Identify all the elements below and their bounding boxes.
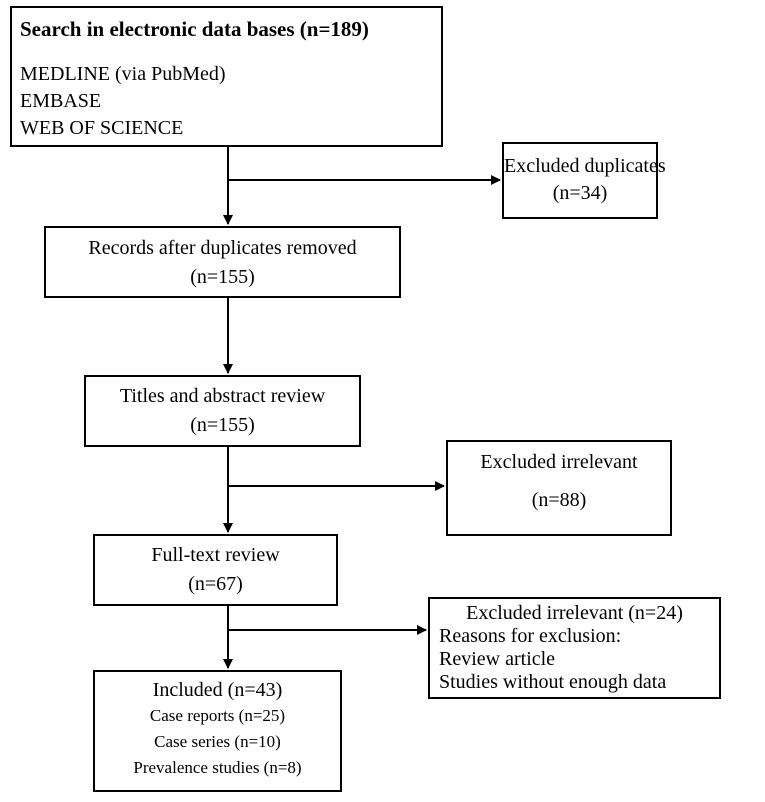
included-box: Included (n=43) Case reports (n=25) Case… [93,670,342,792]
included-item: Prevalence studies (n=8) [133,758,302,777]
database-item: EMBASE [20,90,102,112]
excluded-duplicates-count: (n=34) [552,182,608,204]
excluded-duplicates-box: Excluded duplicates (n=34) [502,142,666,219]
full-text-review-box: Full-text review (n=67) [93,534,338,606]
reasons-title: Reasons for exclusion: [439,625,622,647]
excluded-irrelevant-count-1: (n=88) [531,489,587,511]
included-item: Case reports (n=25) [149,706,286,725]
excluded-irrelevant-label-2: Excluded irrelevant (n=24) [466,602,683,624]
titles-abstract-box: Titles and abstract review (n=155) [84,375,361,447]
included-item: Case series (n=10) [154,732,281,751]
reason-item: Review article [439,648,556,670]
database-list: MEDLINE (via PubMed) EMBASE WEB OF SCIEN… [20,61,226,142]
records-after-dedup-box: Records after duplicates removed (n=155) [44,226,401,298]
full-text-label: Full-text review [151,544,280,566]
search-box: Search in electronic data bases (n=189) … [10,6,443,147]
database-item: WEB OF SCIENCE [20,117,184,139]
excluded-irrelevant-label-1: Excluded irrelevant [480,451,638,473]
titles-count: (n=155) [190,414,255,436]
search-title: Search in electronic data bases (n=189) [20,17,369,41]
records-label: Records after duplicates removed [88,237,357,259]
full-text-count: (n=67) [188,573,243,595]
excluded-irrelevant-box-1: Excluded irrelevant (n=88) [446,440,672,536]
records-count: (n=155) [190,266,255,288]
reason-item: Studies without enough data [439,671,667,693]
titles-label: Titles and abstract review [119,385,326,407]
database-item: MEDLINE (via PubMed) [20,63,226,85]
excluded-duplicates-label: Excluded duplicates [504,155,666,177]
excluded-irrelevant-box-2: Excluded irrelevant (n=24) Reasons for e… [428,597,721,699]
included-label: Included (n=43) [152,679,283,701]
